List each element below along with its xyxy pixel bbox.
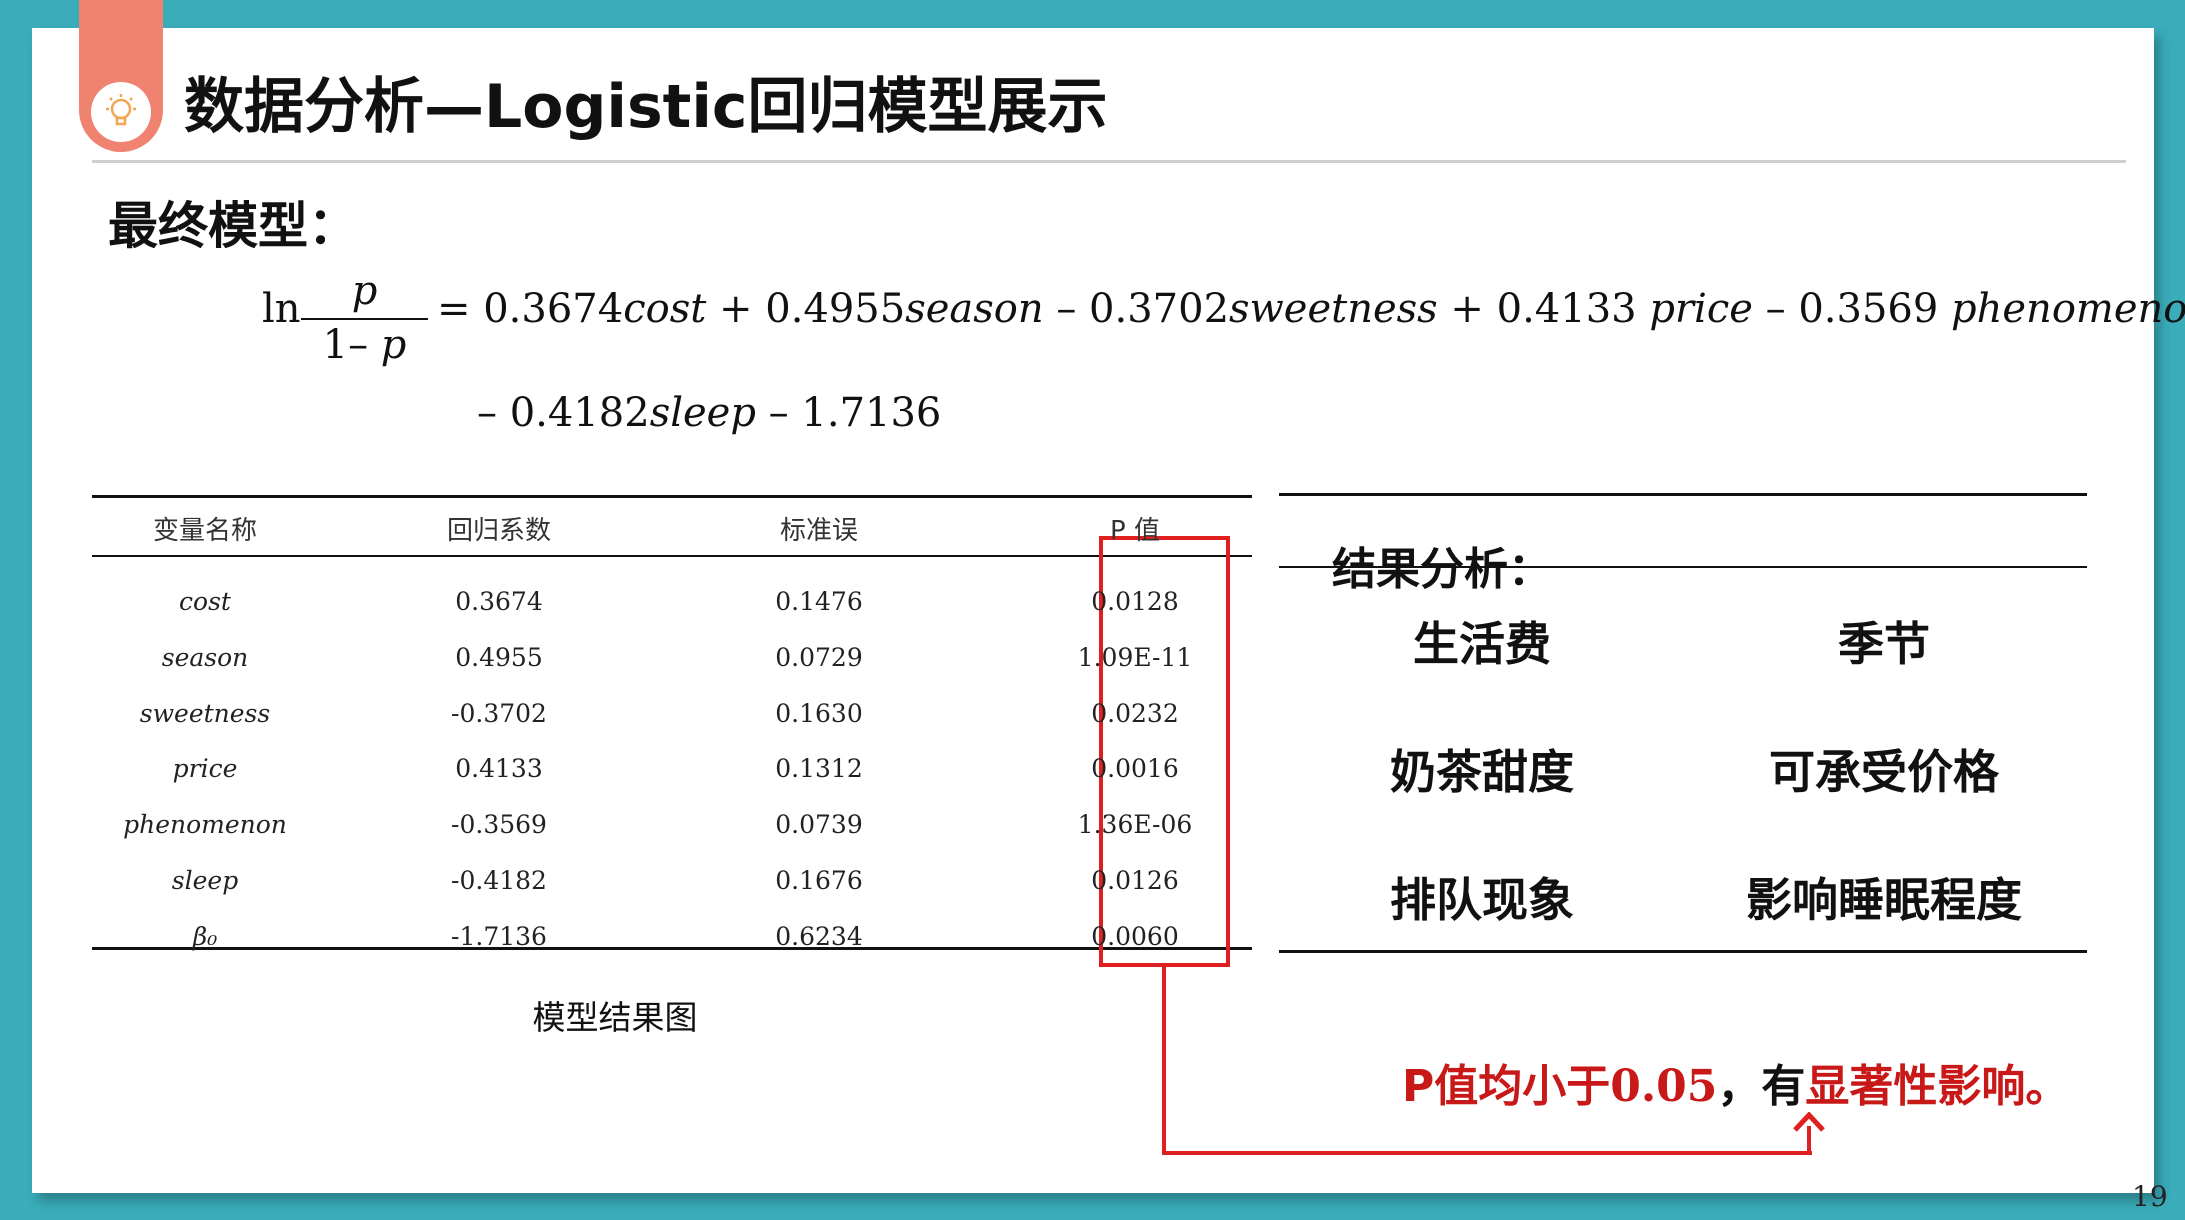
table-value-cell: -1.7136 — [451, 921, 547, 951]
fraction-bar — [301, 318, 428, 320]
formula-term: + 0.4955 — [706, 286, 906, 332]
table-value-cell: 0.0739 — [775, 810, 863, 840]
lightbulb-icon-badge — [91, 82, 151, 142]
table-caption: 模型结果图 — [532, 998, 698, 1037]
model-section-label: 最终模型： — [108, 197, 358, 255]
conclusion-part-4: 显著性影响。 — [1805, 1061, 2070, 1112]
formula-term: + 0.4133 — [1437, 286, 1650, 332]
factor-queue: 排队现象 — [1390, 873, 1574, 927]
p-value-highlight-box — [1099, 536, 1230, 967]
table-header-rule — [92, 555, 1252, 557]
table-header-cell: 回归系数 — [446, 516, 552, 546]
den-one: 1 — [322, 322, 349, 368]
table-value-cell: 0.1312 — [775, 754, 863, 784]
table-header-cell: P 值 — [1110, 516, 1160, 546]
fraction-numerator: p — [351, 268, 378, 314]
slide: 数据分析—Logistic回归模型展示 最终模型： ln p 1– p = 0.… — [32, 0, 2185, 1213]
formula-line-1: = 0.3674cost + 0.4955season – 0.3702swee… — [437, 286, 2185, 332]
factor-sleep: 影响睡眠程度 — [1746, 873, 2022, 927]
analysis-bottom-rule — [1279, 950, 2087, 953]
table-value-cell: 0.1676 — [775, 866, 863, 895]
formula-term: cost — [623, 286, 707, 332]
arrow-segment-up — [1807, 1126, 1811, 1155]
arrow-segment-horizontal — [1162, 1151, 1812, 1155]
table-value-cell: 0.1630 — [775, 698, 863, 728]
formula-line-2: – 0.4182sleep – 1.7136 — [477, 390, 941, 436]
conclusion-part-3: ，有 — [1717, 1061, 1806, 1112]
table-value-cell: 0.4955 — [455, 642, 543, 672]
table-value-cell: 0.0232 — [1091, 698, 1179, 728]
table-value-cell: -0.3702 — [451, 698, 547, 728]
table-header-cell: 标准误 — [779, 516, 859, 546]
page-title: 数据分析—Logistic回归模型展示 — [184, 72, 1108, 142]
lightbulb-icon — [106, 94, 136, 126]
table-value-cell: 0.0016 — [1091, 754, 1179, 784]
table-value-cell: 0.0729 — [775, 642, 863, 672]
formula-term: sweetness — [1229, 286, 1438, 332]
table-bottom-rule — [92, 947, 1252, 950]
title-divider — [92, 160, 2126, 163]
factor-price: 可承受价格 — [1769, 745, 1999, 799]
table-value-cell: 0.6234 — [775, 921, 863, 951]
formula-term: – 0.3702 — [1043, 286, 1230, 332]
formula-term: phenomenon — [1951, 286, 2185, 332]
table-top-rule — [92, 495, 1252, 498]
conclusion-text: P值均小于0.05，有显著性影响。 — [1402, 1050, 2069, 1114]
factor-season: 季节 — [1838, 617, 1930, 671]
table-value-cell: -0.3569 — [451, 810, 547, 840]
fraction-denominator: 1– p — [297, 322, 432, 368]
table-value-cell: 0.0126 — [1091, 866, 1179, 895]
formula-term: – 0.3569 — [1752, 286, 1952, 332]
header-tab — [79, 0, 163, 152]
table-value-cell: 0.0128 — [1091, 587, 1179, 616]
formula-term: sleep — [649, 390, 756, 436]
table-variable-cell: phenomenon — [123, 810, 287, 840]
formula-term: – 0.4182 — [477, 390, 650, 436]
conclusion-part-1: P值均小于 — [1402, 1061, 1611, 1112]
table-variable-cell: sleep — [171, 866, 239, 895]
formula-term: = 0.3674 — [437, 286, 624, 332]
table-variable-cell: season — [161, 642, 249, 672]
table-value-cell: 1.09E-11 — [1077, 642, 1193, 672]
formula-term: season — [905, 286, 1044, 332]
analysis-header-rule — [1279, 566, 2087, 568]
arrow-segment-vertical — [1162, 967, 1166, 1155]
formula-term: price — [1649, 286, 1753, 332]
table-variable-cell: sweetness — [139, 698, 271, 728]
den-p: p — [380, 322, 407, 368]
arrow-up-icon — [1793, 1112, 1825, 1132]
table-header-cell: 变量名称 — [152, 516, 258, 546]
analysis-title: 结果分析： — [1332, 544, 1552, 595]
factor-living-cost: 生活费 — [1413, 617, 1551, 671]
table-variable-cell: price — [172, 754, 238, 784]
conclusion-threshold: 0.05 — [1610, 1061, 1718, 1112]
table-variable-cell: cost — [179, 587, 231, 616]
factor-sweetness: 奶茶甜度 — [1390, 745, 1574, 799]
den-minus: – — [348, 322, 381, 368]
page-number: 19 — [2132, 1180, 2168, 1213]
table-value-cell: 0.4133 — [455, 754, 543, 784]
formula-term: – 1.7136 — [755, 390, 942, 436]
table-value-cell: 0.3674 — [455, 587, 543, 616]
table-value-cell: -0.4182 — [451, 866, 547, 895]
table-value-cell: 1.36E-06 — [1077, 810, 1193, 840]
table-value-cell: 0.0060 — [1091, 921, 1179, 951]
table-value-cell: 0.1476 — [775, 587, 863, 616]
formula-fraction: p 1– p — [297, 268, 432, 368]
formula-ln: ln — [262, 286, 301, 332]
table-variable-cell: β₀ — [192, 921, 218, 951]
analysis-top-rule — [1279, 493, 2087, 496]
